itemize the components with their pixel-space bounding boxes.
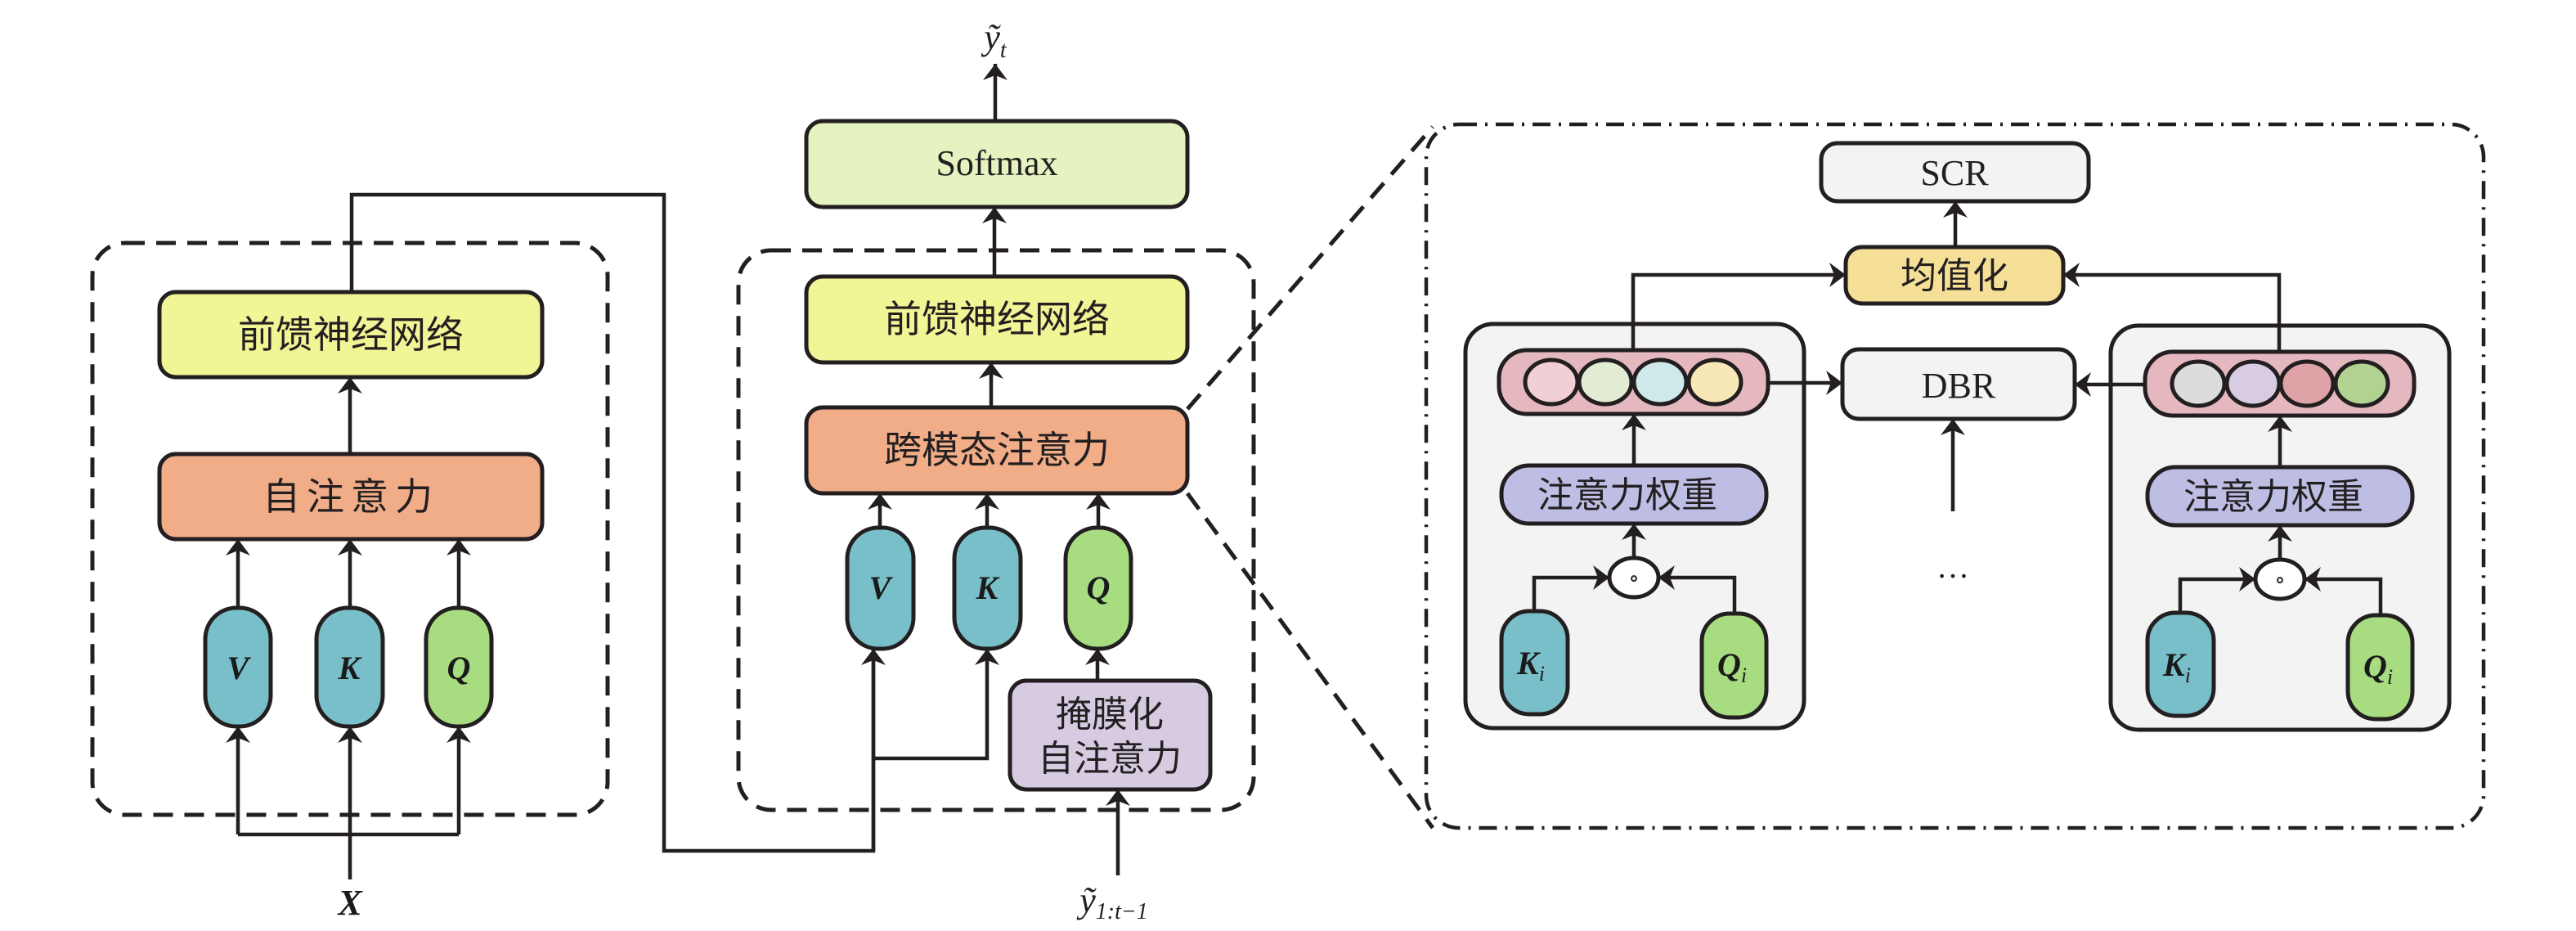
left-vector-cell-2 <box>1577 358 1634 407</box>
left-k-to-op-arrow <box>1532 565 1609 611</box>
left-qi-label: Qi <box>1717 646 1747 687</box>
right-attention-block: 注意力权重 ∘ Ki Qi <box>2063 263 2452 732</box>
left-vector-to-mean-arrow <box>1631 263 1846 350</box>
left-ki-label: Ki <box>1516 645 1545 686</box>
encoder-ffn-label: 前馈神经网络 <box>238 313 464 357</box>
decoder-input-subscript: 1:t−1 <box>1096 899 1148 924</box>
left-qi-symbol: Q <box>1717 646 1741 683</box>
encoder-k-label: K <box>338 650 362 686</box>
left-vector-cell-3 <box>1631 358 1689 407</box>
decoder-q-label: Q <box>1087 569 1111 606</box>
left-q-to-op-arrow <box>1658 565 1737 614</box>
decoder-k-label: K <box>976 569 1000 606</box>
encoder-output-to-k <box>873 649 999 761</box>
right-qi-box[interactable] <box>2345 613 2415 722</box>
right-ki-label: Ki <box>2162 646 2191 687</box>
decoder-block: ỹt Softmax 前馈神经网络 跨模态注意力 V K Q 掩膜化 自注意力 … <box>736 17 1256 924</box>
decoder-output-symbol: ỹ <box>981 17 1001 57</box>
right-qi-symbol: Q <box>2363 648 2387 685</box>
right-ki-box[interactable] <box>2145 610 2216 718</box>
dbr-label: DBR <box>1922 366 1996 406</box>
left-qi-box[interactable] <box>1699 611 1769 720</box>
scr-label: SCR <box>1920 153 1989 193</box>
left-vector-cell-4 <box>1686 358 1744 407</box>
decoder-v-label: V <box>869 569 894 606</box>
zoom-guide-top <box>1186 125 1434 411</box>
right-ki-subscript: i <box>2185 663 2191 687</box>
encoder-block: 前馈神经网络 自注意力 V K Q X <box>90 192 876 923</box>
right-attention-weights-label: 注意力权重 <box>2183 476 2363 518</box>
masked-self-attention-line1: 掩膜化 <box>1056 694 1164 735</box>
left-attention-weights-label: 注意力权重 <box>1537 474 1717 516</box>
right-q-to-op-arrow <box>2304 567 2383 615</box>
decoder-input-label: ỹ1:t−1 <box>1076 880 1148 924</box>
left-ki-symbol: K <box>1516 645 1541 681</box>
decoder-ffn-label: 前馈神经网络 <box>884 297 1110 341</box>
right-vector-cell-3 <box>2278 359 2336 408</box>
decoder-output-subscript: t <box>1000 38 1008 63</box>
encoder-q-label: Q <box>447 650 471 686</box>
left-hadamard-symbol: ∘ <box>1628 566 1640 591</box>
encoder-self-attention-label: 自注意力 <box>263 474 439 519</box>
cross-modal-attention-label: 跨模态注意力 <box>884 428 1110 472</box>
detail-panel: SCR 均值化 DBR … 注意力权重 ∘ K <box>1424 122 2486 830</box>
decoder-input-symbol: ỹ <box>1076 880 1097 920</box>
encoder-v-label: V <box>227 650 252 686</box>
decoder-output-label: ỹt <box>981 17 1008 63</box>
right-qi-label: Qi <box>2363 648 2393 689</box>
right-vector-to-mean-arrow <box>2063 263 2282 352</box>
softmax-label: Softmax <box>936 143 1057 183</box>
left-vector-cell-1 <box>1523 358 1580 407</box>
detail-dash-dot-frame <box>1424 122 2486 830</box>
left-qi-subscript: i <box>1741 663 1747 687</box>
left-ki-box[interactable] <box>1499 609 1570 717</box>
right-vector-cell-1 <box>2170 359 2227 408</box>
left-attention-block: 注意力权重 ∘ Ki Qi <box>1463 263 1846 731</box>
right-k-to-op-arrow <box>2178 567 2255 613</box>
mean-label: 均值化 <box>1901 255 2008 297</box>
right-ki-symbol: K <box>2162 646 2187 683</box>
right-vector-cell-2 <box>2224 359 2282 408</box>
zoom-guide-bottom <box>1185 492 1435 830</box>
masked-self-attention-line2: 自注意力 <box>1038 738 1182 780</box>
right-vector-cell-4 <box>2333 359 2390 408</box>
encoder-input-label: X <box>336 883 363 923</box>
ellipsis: … <box>1936 548 1969 585</box>
left-ki-subscript: i <box>1539 662 1545 686</box>
right-hadamard-symbol: ∘ <box>2274 568 2286 593</box>
right-qi-subscript: i <box>2387 665 2393 689</box>
